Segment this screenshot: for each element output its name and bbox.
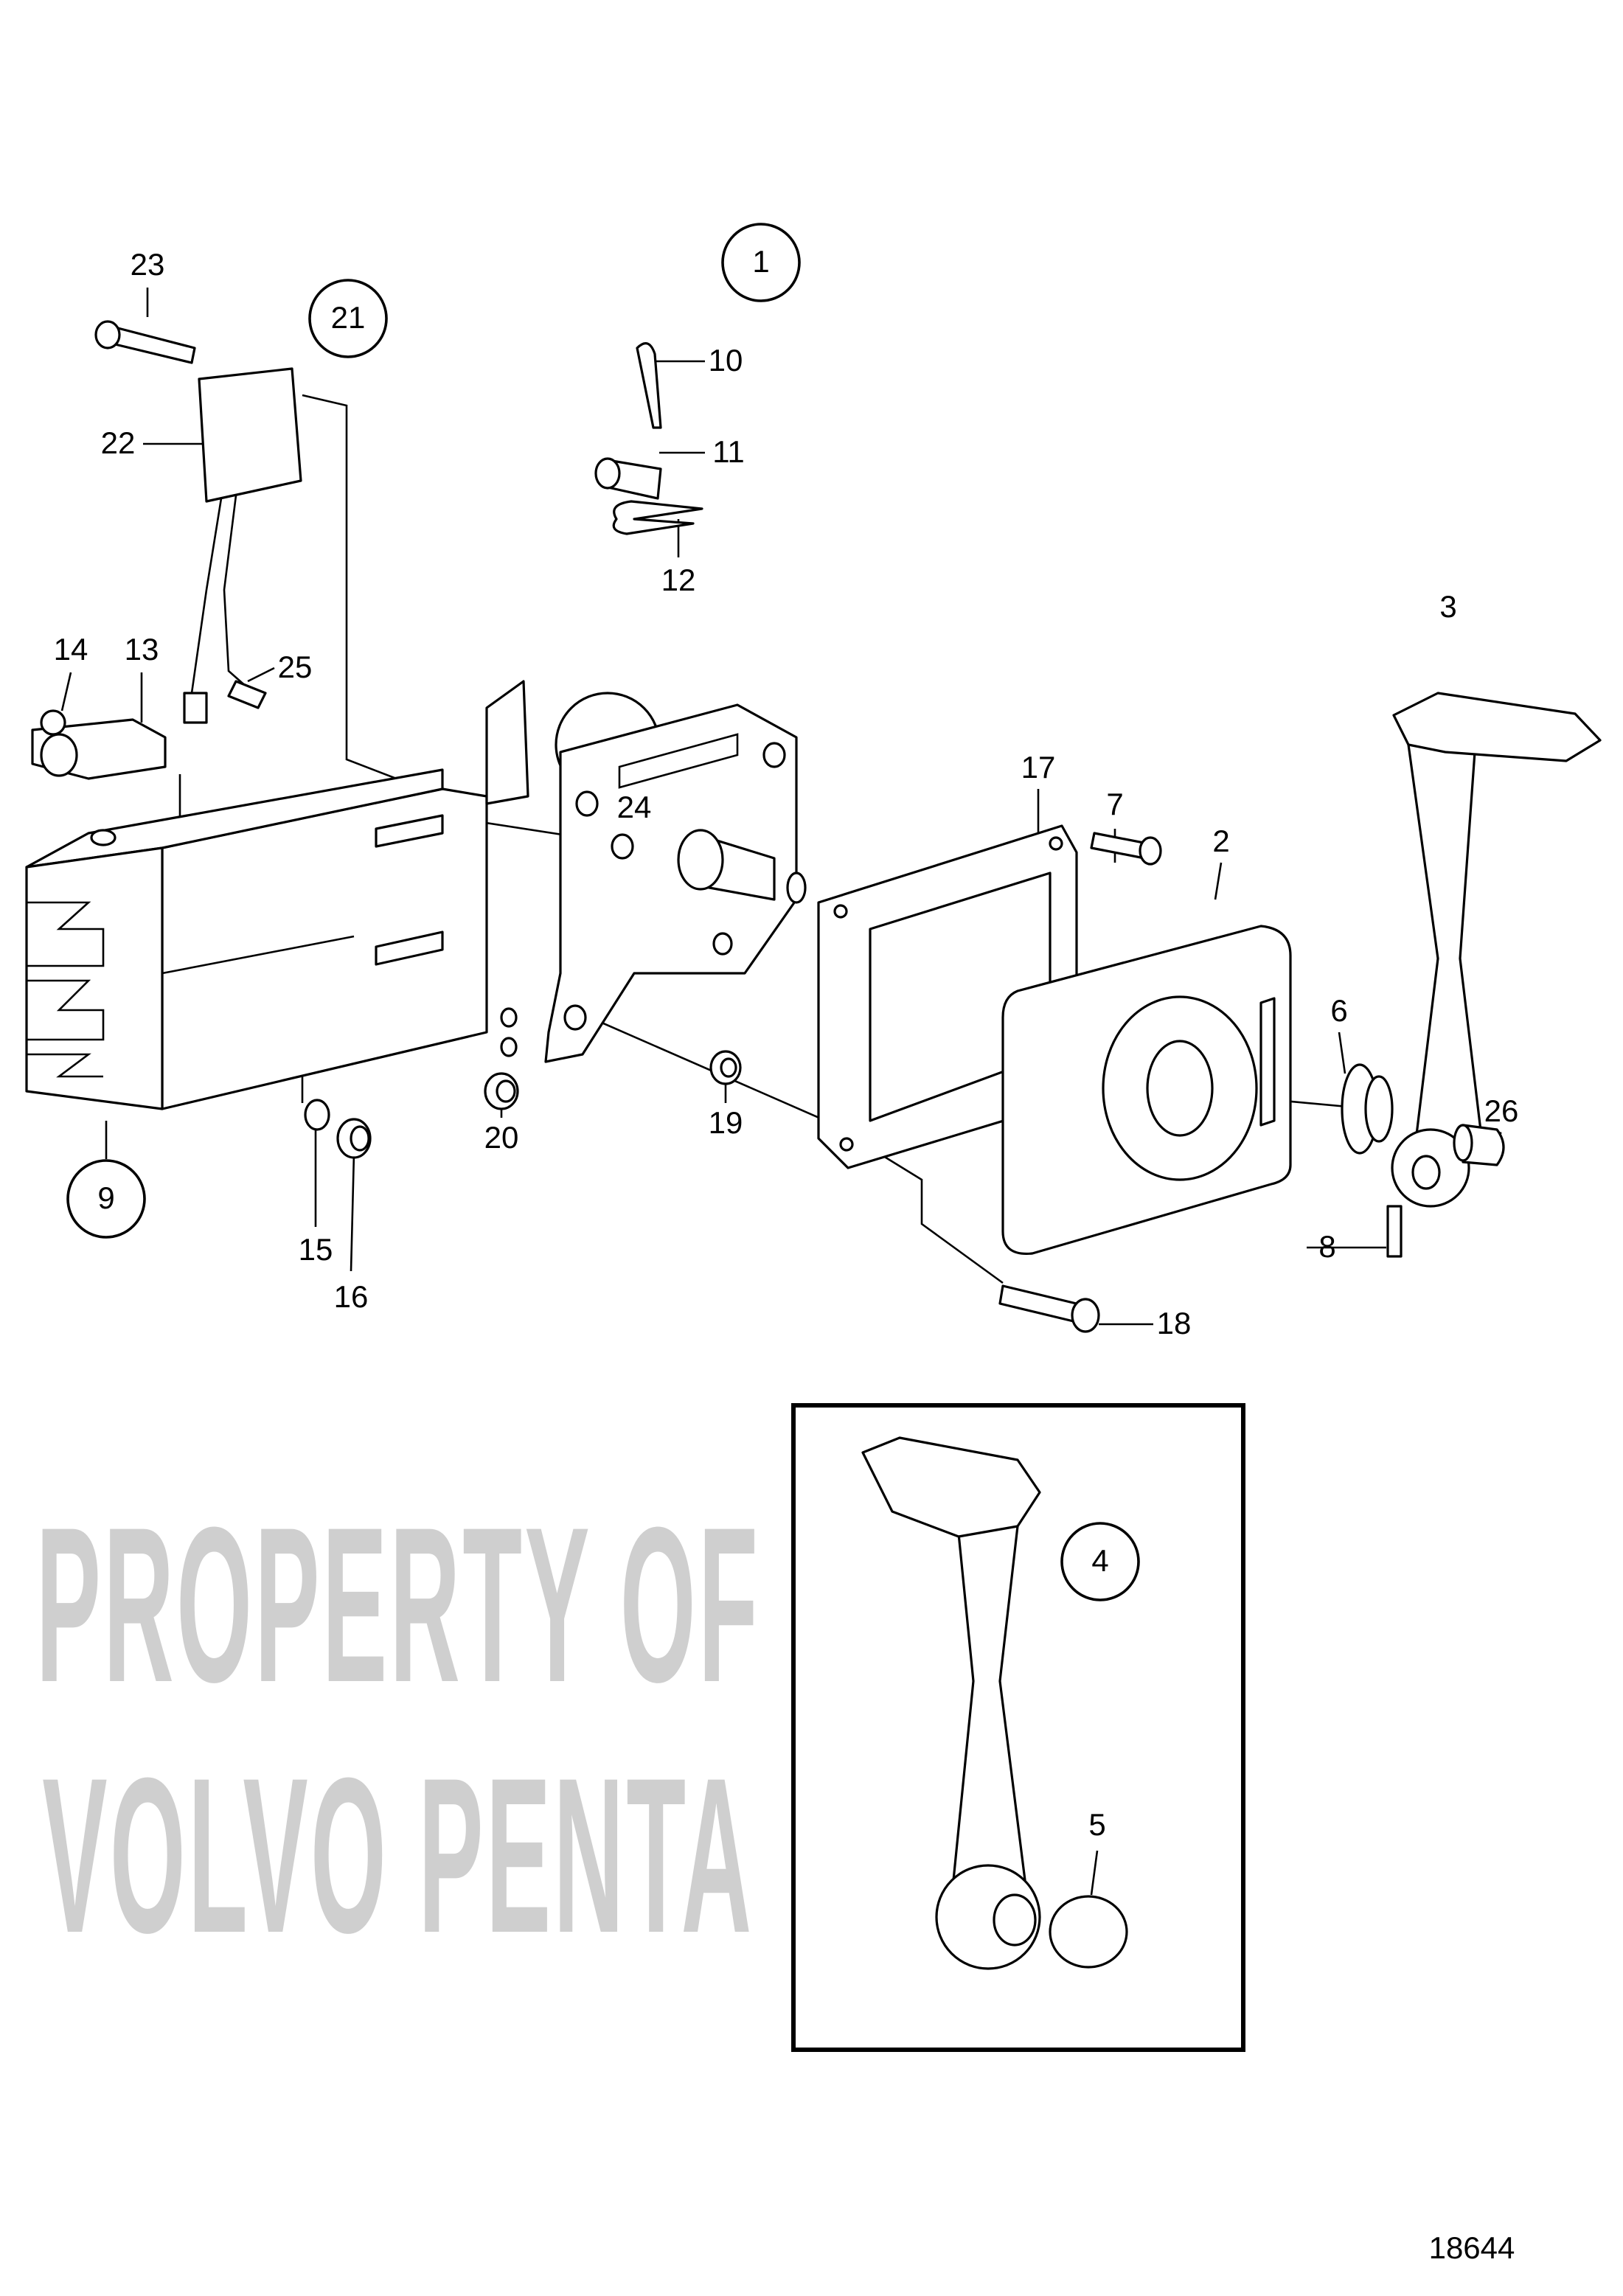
part-bracket-9 <box>25 768 488 1110</box>
part-clamp-13 <box>31 709 167 780</box>
label-18: 18 <box>1157 1306 1192 1340</box>
label-20: 20 <box>484 1120 519 1155</box>
svg-text:1: 1 <box>752 244 769 279</box>
part-cotter-pin-10 <box>636 342 662 429</box>
callout-assembly-1: 1 <box>721 223 801 302</box>
reference-number: 18644 <box>1429 2230 1515 2265</box>
part-lever-4 <box>861 1436 1041 1970</box>
label-6: 6 <box>1330 993 1347 1028</box>
nut-15 <box>304 1099 330 1131</box>
label-17: 17 <box>1021 750 1056 785</box>
svg-text:4: 4 <box>1091 1543 1108 1578</box>
label-26: 26 <box>1484 1093 1519 1128</box>
label-19: 19 <box>709 1105 743 1140</box>
inset-frame <box>791 1403 1245 2052</box>
part-main-plate <box>485 680 807 1063</box>
part-cover-2 <box>1001 925 1292 1256</box>
part-box-22 <box>183 367 302 724</box>
label-22: 22 <box>101 425 136 460</box>
callout-assembly-21: 21 <box>308 279 388 358</box>
label-25: 25 <box>278 650 313 684</box>
nut-19 <box>709 1050 742 1085</box>
nut-16 <box>336 1118 372 1159</box>
label-23: 23 <box>131 247 165 282</box>
label-15: 15 <box>299 1232 333 1267</box>
label-8: 8 <box>1318 1229 1335 1264</box>
nut-20 <box>484 1072 519 1110</box>
part-screw-23 <box>94 320 196 364</box>
label-24: 24 <box>617 790 652 824</box>
part-screw-18 <box>998 1284 1100 1333</box>
label-3: 3 <box>1439 589 1456 624</box>
callout-assembly-9: 9 <box>66 1159 146 1239</box>
label-13: 13 <box>125 632 159 667</box>
part-cap-5 <box>1049 1895 1128 1969</box>
label-12: 12 <box>661 563 696 597</box>
label-14: 14 <box>54 632 88 667</box>
watermark-line-2: VOLVO PENTA <box>42 1732 754 1979</box>
svg-text:9: 9 <box>97 1180 114 1215</box>
label-16: 16 <box>334 1279 369 1314</box>
part-pin-11 <box>594 457 662 500</box>
svg-text:21: 21 <box>331 300 366 335</box>
label-11: 11 <box>712 434 745 469</box>
label-7: 7 <box>1106 787 1123 821</box>
part-screw-7 <box>1090 832 1162 866</box>
callout-assembly-4: 4 <box>1060 1522 1140 1601</box>
watermark-line-1: PROPERTY OF <box>36 1481 760 1728</box>
part-clip-12 <box>612 500 703 535</box>
part-lever-3 <box>1341 692 1602 1258</box>
part-labels: 23 22 10 11 12 3 14 13 25 17 7 2 24 6 26… <box>54 247 1519 1842</box>
label-5: 5 <box>1088 1807 1105 1842</box>
watermark: PROPERTY OF VOLVO PENTA <box>36 1481 760 1979</box>
label-2: 2 <box>1212 824 1229 858</box>
nut-24 <box>611 833 634 860</box>
label-10: 10 <box>709 343 743 378</box>
